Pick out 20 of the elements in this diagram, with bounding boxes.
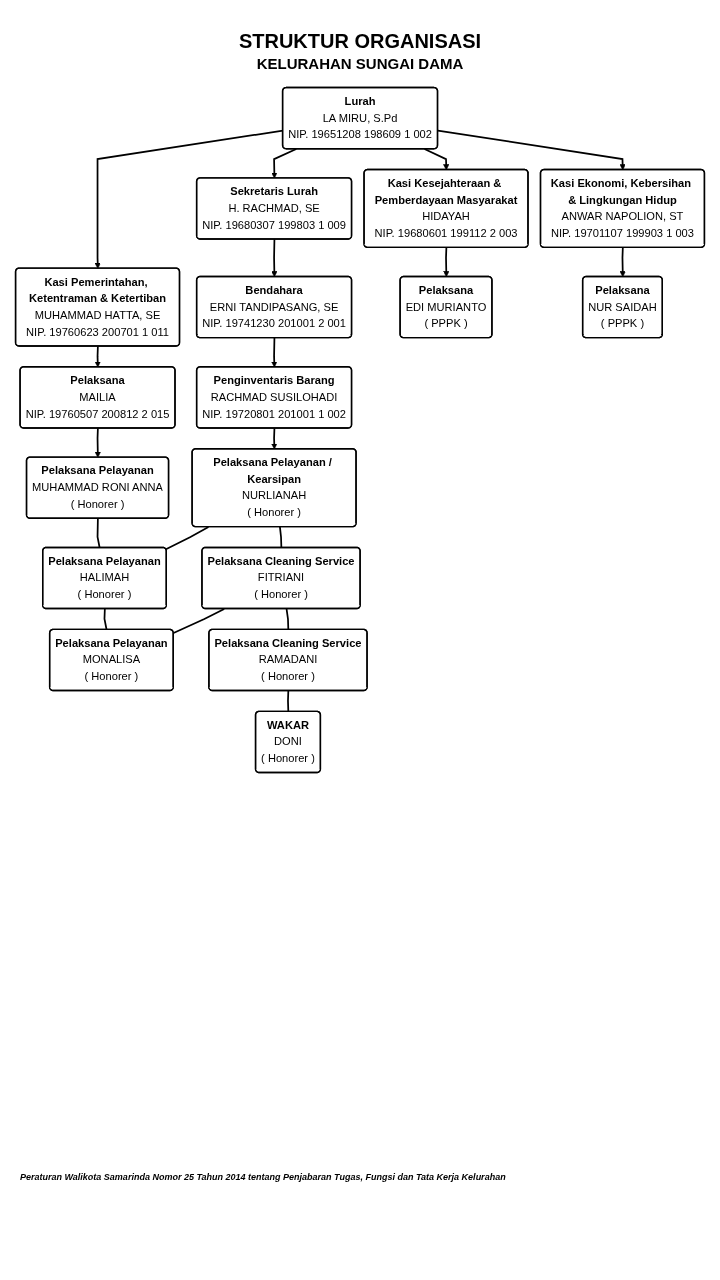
arrow <box>437 129 626 171</box>
subtitle: KELURAHAN SUNGAI DAMA <box>256 55 464 72</box>
arrow <box>271 427 278 450</box>
title: STRUKTUR ORGANISASI <box>238 30 482 53</box>
arrow <box>619 246 626 278</box>
connector <box>287 690 290 713</box>
arrow <box>271 337 278 368</box>
caption: Peraturan Walikota Samarinda Nomor 25 Tahun 2014 tentang Penjabaran Tugas, Fungsi dan Tata Kerja Kelurahan <box>20 1172 506 1182</box>
connector <box>103 608 108 631</box>
arrow <box>94 427 101 458</box>
arrow <box>423 148 450 171</box>
arrow <box>271 238 278 278</box>
connector <box>165 526 210 551</box>
connector <box>172 608 226 634</box>
arrow <box>443 246 450 278</box>
arrow <box>271 148 298 179</box>
connector <box>279 526 283 549</box>
connector <box>285 608 290 631</box>
arrow <box>94 345 101 368</box>
connector <box>96 517 101 549</box>
